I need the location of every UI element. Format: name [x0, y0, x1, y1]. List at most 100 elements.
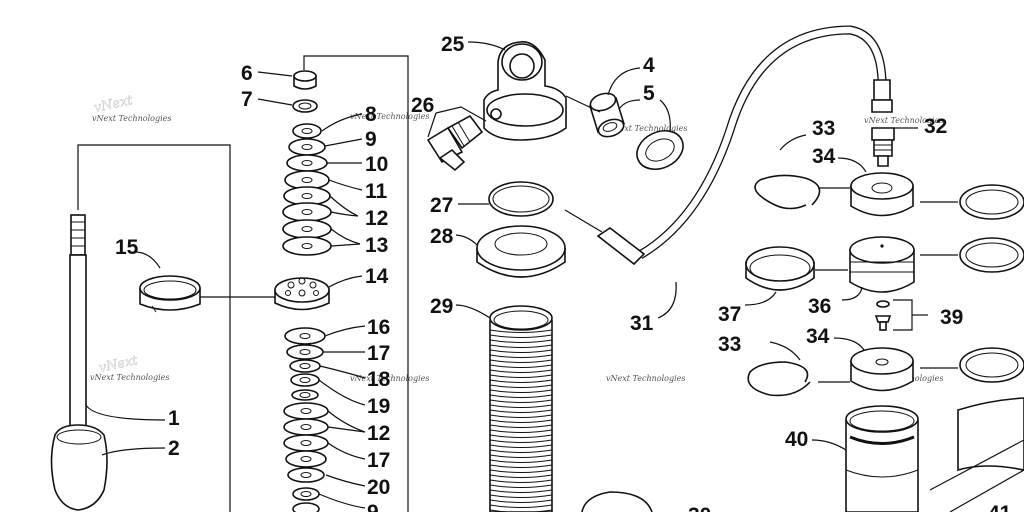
label-part-7: 7 [241, 88, 253, 111]
piston-stack [134, 55, 409, 512]
thread-line [489, 464, 553, 468]
thread-line [489, 424, 553, 428]
body-threads [489, 329, 553, 512]
shaft-assembly [50, 144, 231, 512]
label-part-34: 34 [812, 145, 836, 168]
shim-stack-upper [282, 123, 332, 256]
thread-line [489, 494, 553, 498]
thread-line [489, 359, 553, 363]
snap-ring [488, 181, 554, 217]
label-part-18: 18 [367, 368, 391, 391]
thread-line [489, 414, 553, 418]
shaft-thread [70, 214, 86, 256]
label-part-27: 27 [430, 194, 453, 217]
thread-line [489, 404, 553, 408]
shim-stack-lower [283, 327, 329, 512]
part-labels: 1 2 4 5 6 7 8 9 10 11 12 13 14 15 16 17 … [115, 33, 1012, 512]
thread-line [489, 504, 553, 508]
label-part-33-lower: 33 [718, 333, 741, 356]
thread-line [489, 459, 553, 463]
thread-line [489, 334, 553, 338]
label-part-40: 40 [785, 428, 808, 451]
reservoir-assembly [581, 134, 1024, 512]
thread-line [489, 489, 553, 493]
reservoir-hose [564, 25, 918, 319]
label-part-17-lower: 17 [367, 449, 390, 472]
stack-leaders [257, 71, 366, 509]
thread-line [489, 499, 553, 503]
thread-line [489, 484, 553, 488]
thread-line [489, 384, 553, 388]
label-part-30: 30 [688, 504, 711, 512]
watermark: vNext Technologies [606, 374, 685, 383]
thread-line [489, 444, 553, 448]
label-part-31: 31 [630, 312, 654, 335]
label-part-14: 14 [365, 265, 389, 288]
label-part-41: 41 [988, 502, 1012, 512]
shock-body [455, 304, 553, 512]
watermark: vNext Technologies [350, 374, 429, 383]
label-part-29: 29 [430, 295, 453, 318]
label-part-19: 19 [367, 395, 390, 418]
thread-line [489, 369, 553, 373]
thread-line [489, 509, 553, 512]
thread-line [489, 439, 553, 443]
thread-line [489, 469, 553, 473]
thread-line [489, 389, 553, 393]
thread-line [489, 419, 553, 423]
label-part-2: 2 [168, 437, 180, 460]
thread-line [489, 429, 553, 433]
label-part-16: 16 [367, 316, 390, 339]
watermark: vNext Technologies [608, 124, 687, 133]
seal-ring [607, 67, 684, 171]
bumper [50, 424, 108, 511]
thread-line [489, 474, 553, 478]
watermark: vNext Technologies [350, 112, 429, 121]
thread-line [489, 409, 553, 413]
watermark: vNext Technologies [864, 116, 943, 125]
thread-line [489, 399, 553, 403]
label-part-37: 37 [718, 303, 741, 326]
thread-line [489, 349, 553, 353]
label-part-5: 5 [643, 82, 655, 105]
label-part-6: 6 [241, 62, 253, 85]
thread-line [489, 449, 553, 453]
shaft-rod [69, 254, 87, 431]
piston [274, 277, 330, 311]
label-part-9: 9 [365, 128, 377, 151]
label-part-11: 11 [365, 180, 388, 203]
label-part-26: 26 [411, 94, 434, 117]
piston-band [134, 251, 275, 313]
thread-line [489, 454, 553, 458]
label-part-8: 8 [365, 103, 377, 126]
watermark: vNext Technologies [92, 114, 171, 123]
thread-line [489, 374, 553, 378]
thread-line [489, 434, 553, 438]
label-part-20: 20 [367, 476, 390, 499]
body-assembly [455, 181, 566, 512]
thread-line [489, 479, 553, 483]
label-part-10: 10 [365, 153, 388, 176]
label-part-36: 36 [808, 295, 831, 318]
label-part-12: 12 [365, 207, 388, 230]
label-part-32: 32 [924, 115, 947, 138]
thread-line [489, 339, 553, 343]
thread-line [489, 344, 553, 348]
label-part-25: 25 [441, 33, 465, 56]
thread-line [489, 394, 553, 398]
label-part-1: 1 [168, 407, 180, 430]
label-part-17: 17 [367, 342, 390, 365]
label-part-12-lower: 12 [367, 422, 390, 445]
label-part-33: 33 [812, 117, 835, 140]
label-part-28: 28 [430, 225, 454, 248]
label-part-9-lower: 9 [367, 501, 379, 512]
label-part-34-lower: 34 [806, 325, 830, 348]
label-part-4: 4 [643, 54, 655, 77]
elbow-fitting [426, 106, 487, 172]
label-part-13: 13 [365, 234, 388, 257]
watermark: vNext Technologies [90, 373, 169, 382]
thread-line [489, 329, 553, 333]
label-part-39: 39 [940, 306, 963, 329]
